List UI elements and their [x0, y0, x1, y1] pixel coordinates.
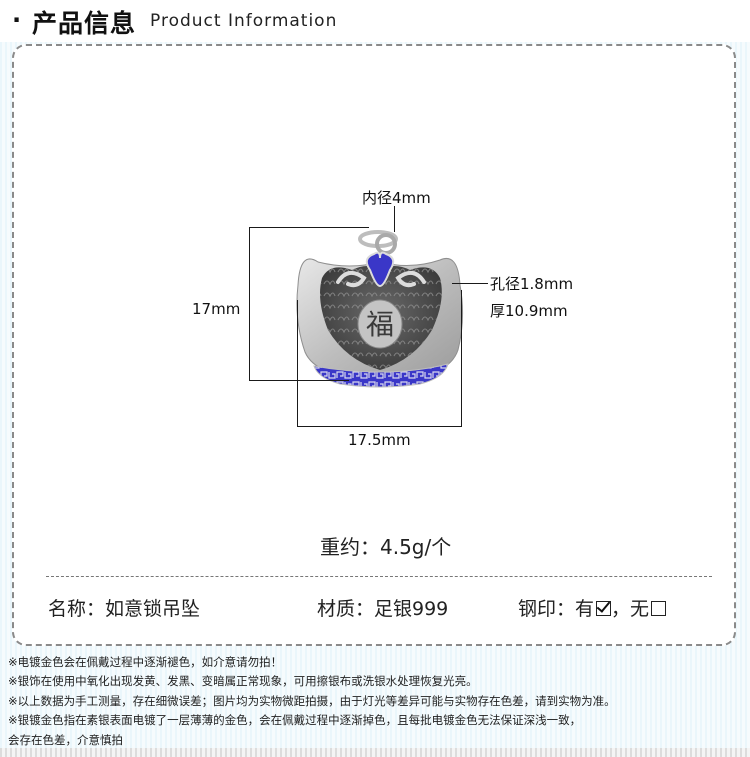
product-material: 材质：足银999 — [317, 598, 449, 620]
enamel-band — [313, 363, 449, 388]
note-item: ※电镀金色会在佩戴过程中逐渐褪色，如介意请勿拍！ — [8, 655, 283, 669]
inner-diameter-label: 内径4mm — [362, 189, 431, 207]
height-top-tick — [249, 227, 369, 228]
width-line — [297, 426, 462, 427]
height-line — [249, 227, 250, 381]
fu-badge — [357, 299, 403, 349]
product-diagram: 福 内径4mm 孔径1.8mm 厚10.9mm 17mm 17.5mm — [192, 189, 574, 449]
stamp-no-checkbox — [651, 601, 667, 616]
stamp-separator: ，无 — [611, 598, 650, 620]
section-title: 产品信息 — [32, 9, 137, 38]
notes-list: ※电镀金色会在佩戴过程中逐渐褪色，如介意请勿拍！ ※银饰在使用中氧化出现发黄、发… — [8, 653, 748, 750]
weight-label: 重约：4.5g/个 — [320, 535, 452, 559]
hole-diameter-label: 孔径1.8mm — [490, 275, 574, 293]
enamel-gem — [365, 251, 395, 288]
inner-diameter-leader — [394, 206, 395, 232]
note-item: ※银镀金色指在素银表面电镀了一层薄薄的金色，会在佩戴过程中逐渐掉色，且每批电镀金… — [8, 713, 582, 728]
stamp-yes-checkbox — [596, 601, 612, 616]
height-label: 17mm — [192, 300, 241, 318]
note-item: ※以上数据为手工测量，存在细微误差；图片均为实物微距拍摄，由于灯光等差异可能与实… — [8, 693, 616, 708]
section-header: · 产品信息 Product Information — [0, 0, 750, 42]
stamp-spec: 钢印：有 ，无 — [518, 594, 667, 621]
width-right-tick — [461, 290, 462, 426]
width-label: 17.5mm — [348, 431, 411, 449]
section-subtitle: Product Information — [150, 11, 338, 31]
hole-leader — [452, 283, 488, 284]
thickness-label: 厚10.9mm — [490, 302, 568, 320]
fu-character: 福 — [366, 308, 394, 341]
bottom-strip — [0, 748, 750, 757]
stamp-label: 钢印：有 — [518, 598, 595, 620]
pendant-image: 福 — [296, 230, 464, 388]
note-item: 会存在色差，介意慎拍 — [8, 732, 123, 747]
product-name: 名称：如意锁吊坠 — [48, 598, 201, 620]
divider — [46, 576, 712, 577]
width-left-tick — [297, 300, 298, 426]
header-bullet: · — [12, 6, 22, 34]
note-item: ※银饰在使用中氧化出现发黄、发黑、变暗属正常现象，可用擦银布或洗银水处理恢复光亮… — [8, 674, 478, 689]
height-bottom-tick — [249, 380, 349, 381]
